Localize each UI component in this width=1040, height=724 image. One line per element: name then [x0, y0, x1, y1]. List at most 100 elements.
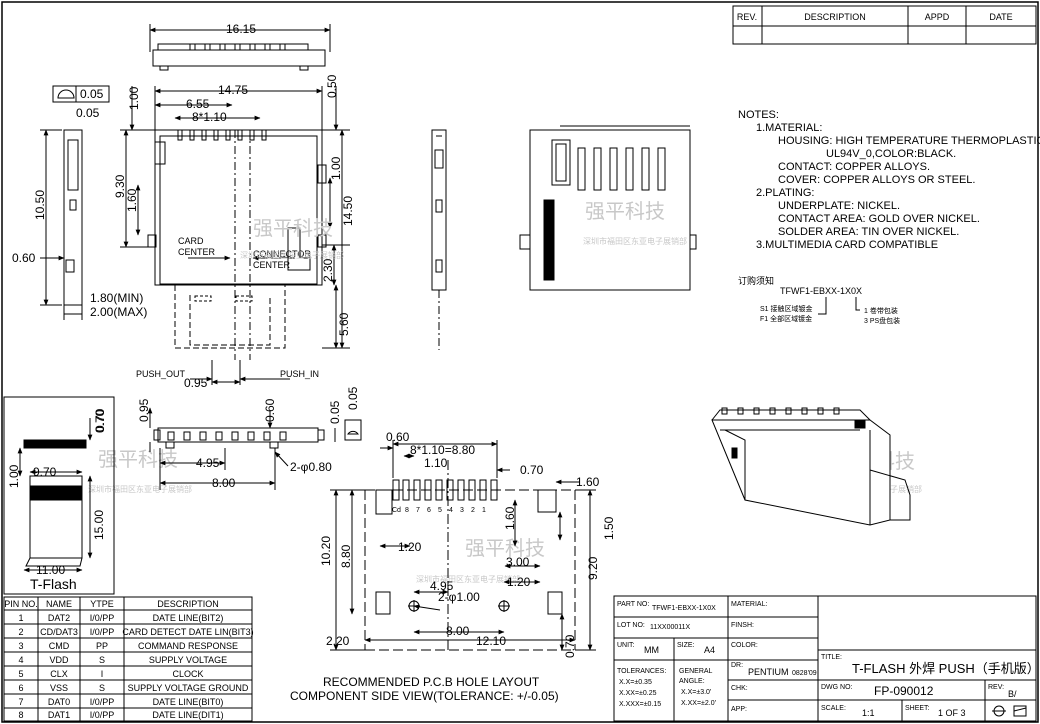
pin-header-name: NAME	[46, 599, 72, 609]
notes-title: NOTES:	[738, 109, 779, 121]
bottom-front-view	[147, 407, 362, 490]
pcb-pin-label: 5	[438, 507, 442, 514]
pin-cell: CLX	[50, 669, 68, 679]
size-value: A4	[704, 645, 715, 655]
front-view	[120, 86, 350, 385]
sheet-label: SHEET:	[905, 705, 930, 712]
pin-cell: COMMAND RESPONSE	[138, 641, 238, 651]
pin-cell: 2	[18, 627, 23, 637]
pin-cell: DAT0	[48, 697, 70, 707]
pin-cell: SUPPLY VOLTAGE	[149, 655, 227, 665]
dim-0-50-top: 0.50	[325, 74, 339, 98]
pcb-pads	[392, 479, 498, 501]
top-view-pins	[189, 43, 286, 51]
pin-cell: VDD	[49, 655, 69, 665]
dim-tf-0-70: 0.70	[93, 409, 107, 433]
dim-hole-0-80: 2-φ0.80	[290, 460, 332, 474]
dim-1-80-min: 1.80(MIN)	[90, 291, 143, 305]
dim-pcb-1-50: 1.50	[602, 516, 616, 540]
part-no-value: TFWF1-EBXX-1X0X	[652, 605, 716, 612]
dim-pcb-0-60: 0.60	[386, 430, 410, 444]
finish-label: FINSH:	[731, 622, 754, 629]
pcb-layout	[330, 440, 596, 651]
dim-tf-9-70: 9.70	[33, 465, 57, 479]
front-view-pin-slots	[177, 129, 267, 141]
dim-pcb-1-60: 1.60	[576, 475, 600, 489]
connector-center-label-2: CENTER	[253, 260, 291, 270]
drawn-date: 0828'09	[792, 670, 817, 677]
pcb-pin-label-cd: Cd	[392, 507, 401, 514]
note-line-5: COVER: COPPER ALLOYS OR STEEL.	[778, 174, 975, 186]
pcb-pin-label: 4	[449, 507, 453, 514]
dim-8-00-bottom: 8.00	[212, 476, 236, 490]
watermark-brand-2: 强平科技	[253, 217, 333, 240]
pin-cell: DATE LINE(BIT2)	[153, 613, 224, 623]
dim-pcb-10-20: 10.20	[319, 536, 333, 566]
rev-value: B/	[1008, 689, 1017, 699]
isometric-pins	[721, 407, 840, 415]
watermark-company-4: 深圳市福田区东亚电子展销部	[416, 574, 520, 584]
watermark-brand-5: 强平科技	[98, 448, 178, 471]
dim-pcb-1-20b: 1.20	[507, 575, 531, 589]
dim-tf-15-00: 15.00	[92, 510, 106, 540]
rear-view	[519, 125, 697, 291]
appd-header: APPD	[925, 12, 950, 22]
note-line-9: SOLDER AREA: TIN OVER NICKEL.	[778, 226, 959, 238]
dim-14-50: 14.50	[341, 196, 355, 226]
dim-2-30: 2.30	[321, 258, 335, 282]
tolerance-3: X.XXX=±0.15	[619, 701, 661, 708]
ordering-option-f1: F1 全部区域镀金	[760, 314, 812, 323]
pin-cell: I/0/PP	[90, 627, 115, 637]
tflash-label: T-Flash	[30, 576, 77, 592]
scale-value: 1:1	[862, 708, 875, 718]
color-label: COLOR:	[731, 642, 758, 649]
chk-label: CHK:	[731, 685, 748, 692]
lot-no-value: 11XX00011X	[650, 624, 691, 631]
note-line-8: CONTACT AREA: GOLD OVER NICKEL.	[778, 213, 980, 225]
pin-cell: CARD DETECT DATE LIN(BIT3)	[122, 627, 253, 637]
dim-pcb-pitch: 8*1.10=8.80	[410, 443, 475, 457]
scale-label: SCALE:	[821, 705, 846, 712]
pin-header-type: YTPE	[90, 599, 114, 609]
top-view	[149, 24, 331, 71]
dim-4-95-bottom: 4.95	[196, 456, 220, 470]
dim-pcb-8-00: 8.00	[446, 624, 470, 638]
angle-2: X.XX=±2.0'	[681, 700, 716, 707]
watermark-company-5: 深圳市福田区东亚电子展销部	[88, 484, 192, 494]
title-label: TITLE:	[821, 654, 842, 661]
pcb-pin-label: 7	[416, 507, 420, 514]
angle-1: X.X=±3.0'	[681, 689, 711, 696]
watermark-brand-4: 强平科技	[465, 537, 545, 560]
dim-0-05-bottom: 0.05	[328, 400, 342, 424]
pin-cell: S	[99, 655, 105, 665]
pcb-caption-2: COMPONENT SIDE VIEW(TOLERANCE: +/-0.05)	[290, 689, 559, 703]
dim-0-60-bottom: 0.60	[263, 398, 277, 422]
title-block	[613, 595, 1037, 722]
dim-0-05-left: 0.05	[76, 106, 100, 120]
ordering-option-3: 3 PS盘包装	[864, 316, 900, 325]
dim-pcb-1-10: 1.10	[424, 456, 448, 470]
ordering-code: TFWF1-EBXX-1X0X	[780, 286, 862, 296]
revision-block: REV. DESCRIPTION APPD DATE	[732, 5, 1037, 45]
card-center-label-1: CARD	[178, 236, 204, 246]
pin-table-text: PIN NO. NAME YTPE DESCRIPTION 1 DAT2 I/0…	[4, 599, 253, 720]
dim-pcb-1-20: 1.20	[398, 540, 422, 554]
lot-no-label: LOT NO:	[617, 622, 645, 629]
tolerance-2: X.XX=±0.25	[619, 690, 657, 697]
pin-table	[3, 596, 253, 722]
tflash-card-view	[3, 396, 115, 595]
tolerances-label: TOLERANCES:	[617, 668, 666, 675]
pin-cell: PP	[96, 641, 108, 651]
pcb-pin-label: 8	[405, 507, 409, 514]
dim-pcb-4-95: 4.95	[430, 579, 454, 593]
note-line-4: CONTACT: COPPER ALLOYS.	[778, 161, 930, 173]
unit-value: MM	[644, 645, 659, 655]
dim-5-60: 5.60	[337, 312, 351, 336]
pin-header-no: PIN NO.	[4, 599, 38, 609]
pin-cell: DATE LINE(BIT0)	[153, 697, 224, 707]
dim-pcb-hole: 2-φ1.00	[438, 590, 480, 604]
dim-9-30: 9.30	[113, 174, 127, 198]
side-view-left	[40, 85, 110, 320]
